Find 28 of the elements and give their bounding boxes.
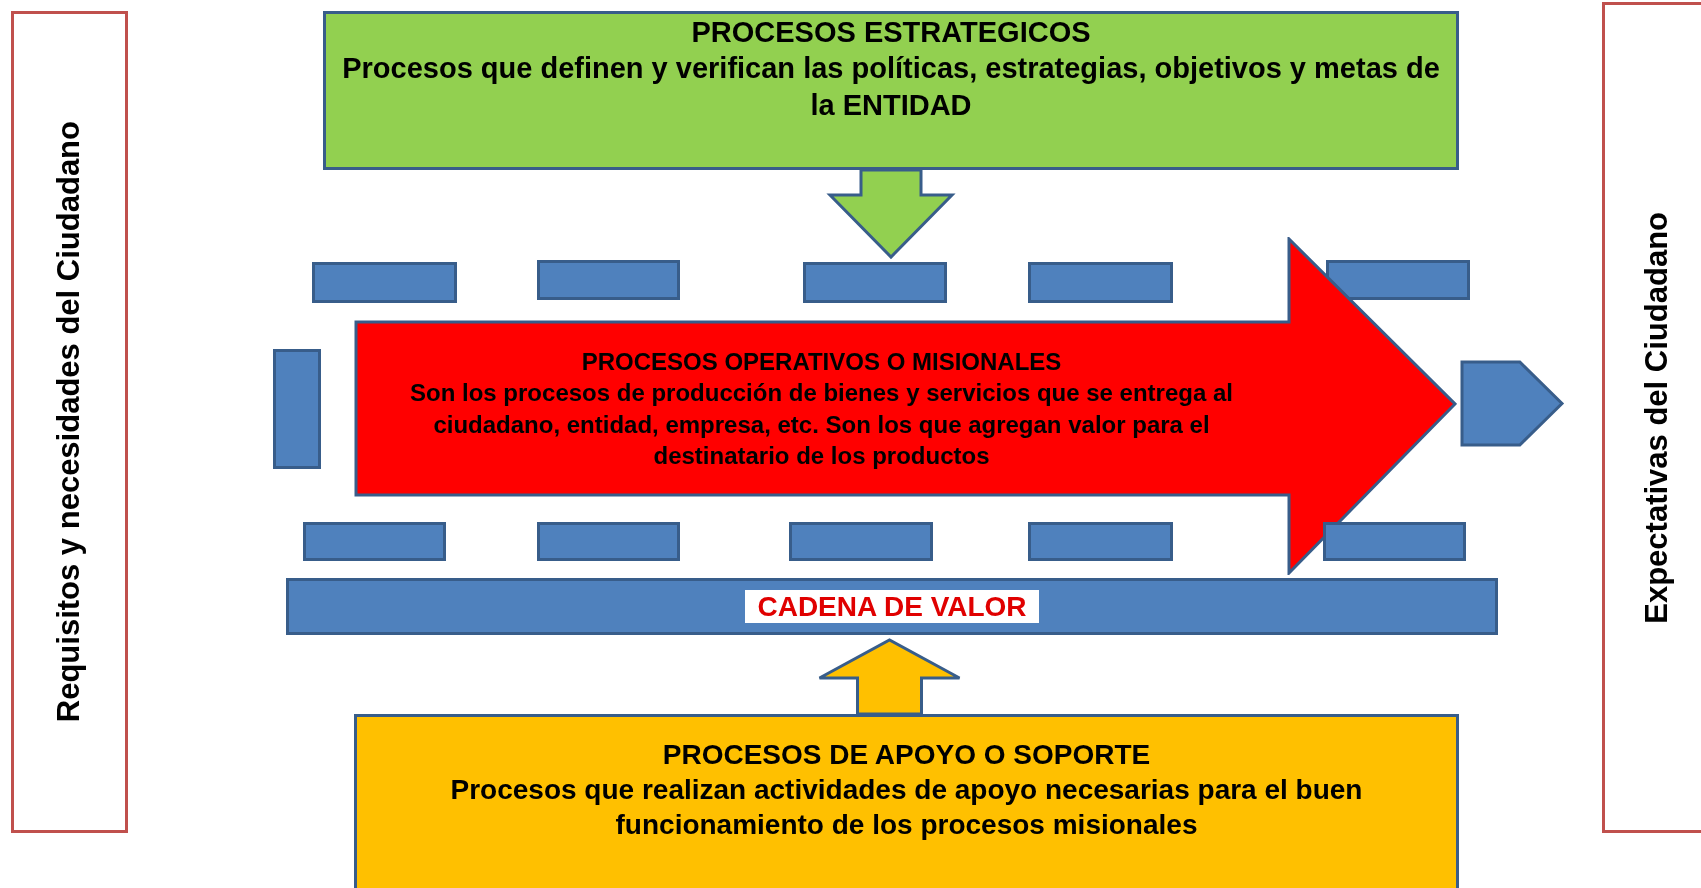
side-panel xyxy=(11,11,128,833)
vertical-label: Expectativas del Ciudadano xyxy=(1637,211,1675,624)
process-box xyxy=(803,262,947,303)
process-panel xyxy=(354,714,1459,888)
process-box xyxy=(1323,522,1466,561)
heading: PROCESOS OPERATIVOS O MISIONALES xyxy=(581,347,1062,378)
process-box xyxy=(1028,262,1173,303)
vertical-label: Requisitos y necesidades del Ciudadano xyxy=(50,121,88,723)
description: Son los procesos de producción de bienes y servicios que se entrega al ciudadano, entidad, empresa, etc. Son los que agregan valor para el destinatario de los productos xyxy=(409,378,1234,471)
heading: PROCESOS ESTRATEGICOS xyxy=(691,15,1091,50)
process-box xyxy=(789,522,933,561)
process-box xyxy=(1326,260,1470,300)
process-box xyxy=(537,260,680,300)
process-panel xyxy=(323,11,1459,170)
process-box xyxy=(303,522,446,561)
block-arrow xyxy=(818,638,961,716)
side-panel xyxy=(1602,2,1701,833)
pentagon-shape xyxy=(1460,360,1565,447)
process-box xyxy=(537,522,680,561)
heading: PROCESOS DE APOYO O SOPORTE xyxy=(662,738,1151,772)
process-box xyxy=(312,262,457,303)
bar-label: CADENA DE VALOR xyxy=(745,589,1039,624)
block-arrow xyxy=(826,168,956,260)
process-box xyxy=(273,349,321,469)
description: Procesos que realizan actividades de apoyo necesarias para el buen funcionamiento de los procesos misionales xyxy=(449,773,1364,842)
value-chain-bar xyxy=(286,578,1498,635)
description: Procesos que definen y verifican las políticas, estrategias, objetivos y metas de la ENTIDAD xyxy=(342,51,1440,123)
process-box xyxy=(1028,522,1173,561)
